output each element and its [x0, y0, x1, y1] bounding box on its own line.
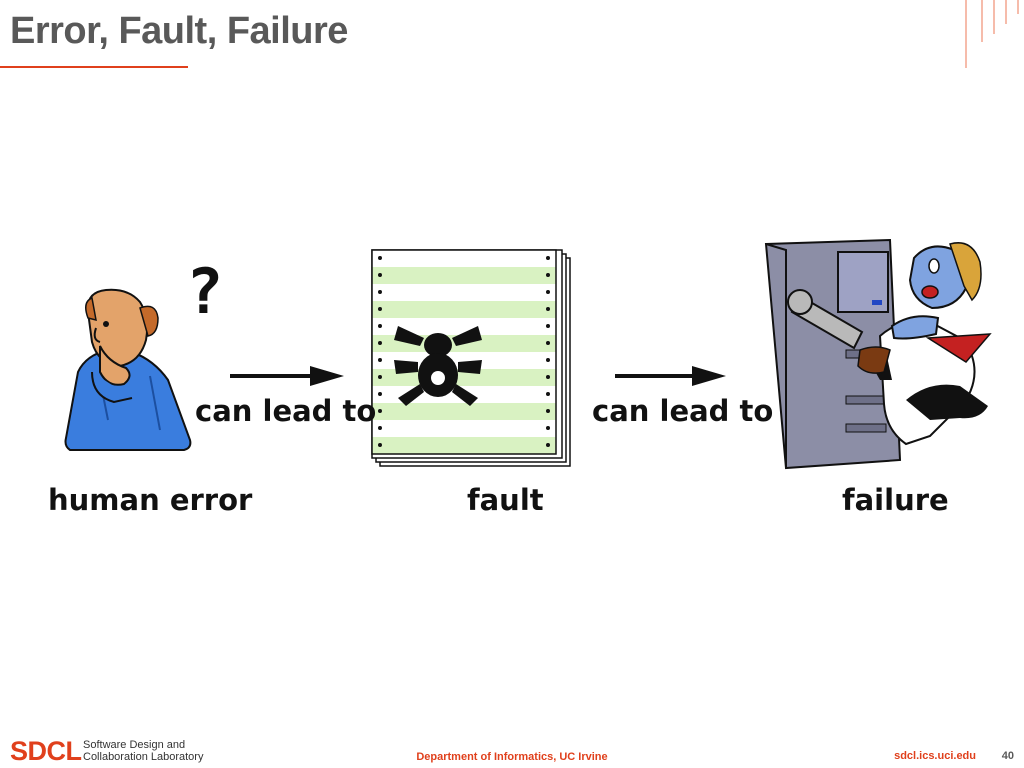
footer-url[interactable]: sdcl.ics.uci.edu [894, 750, 976, 762]
slide-title: Error, Fault, Failure [10, 10, 348, 52]
arrow-1-label: can lead to [195, 394, 377, 428]
caption-failure: failure [842, 483, 949, 517]
sdcl-logo: SDCL [10, 736, 82, 766]
department-label: Department of Informatics, UC Irvine [416, 751, 608, 763]
caption-human-error: human error [48, 483, 253, 517]
bug-icon [394, 326, 482, 406]
title-underline [0, 66, 188, 68]
caption-fault: fault [467, 483, 544, 517]
code-listing-icon [371, 249, 571, 467]
page-number: 40 [1001, 750, 1014, 762]
lab-name: Software Design and Collaboration Labora… [83, 739, 203, 763]
question-mark: ? [186, 255, 224, 328]
arrow-2 [615, 366, 726, 386]
thinking-man-icon [64, 288, 192, 451]
arrow-1 [230, 366, 344, 386]
arrow-2-label: can lead to [592, 394, 774, 428]
lab-name-line2: Collaboration Laboratory [83, 751, 204, 763]
lab-name-line1: Software Design and [83, 739, 186, 751]
computer-attack-icon [764, 238, 992, 470]
corner-decoration [965, 0, 1019, 68]
